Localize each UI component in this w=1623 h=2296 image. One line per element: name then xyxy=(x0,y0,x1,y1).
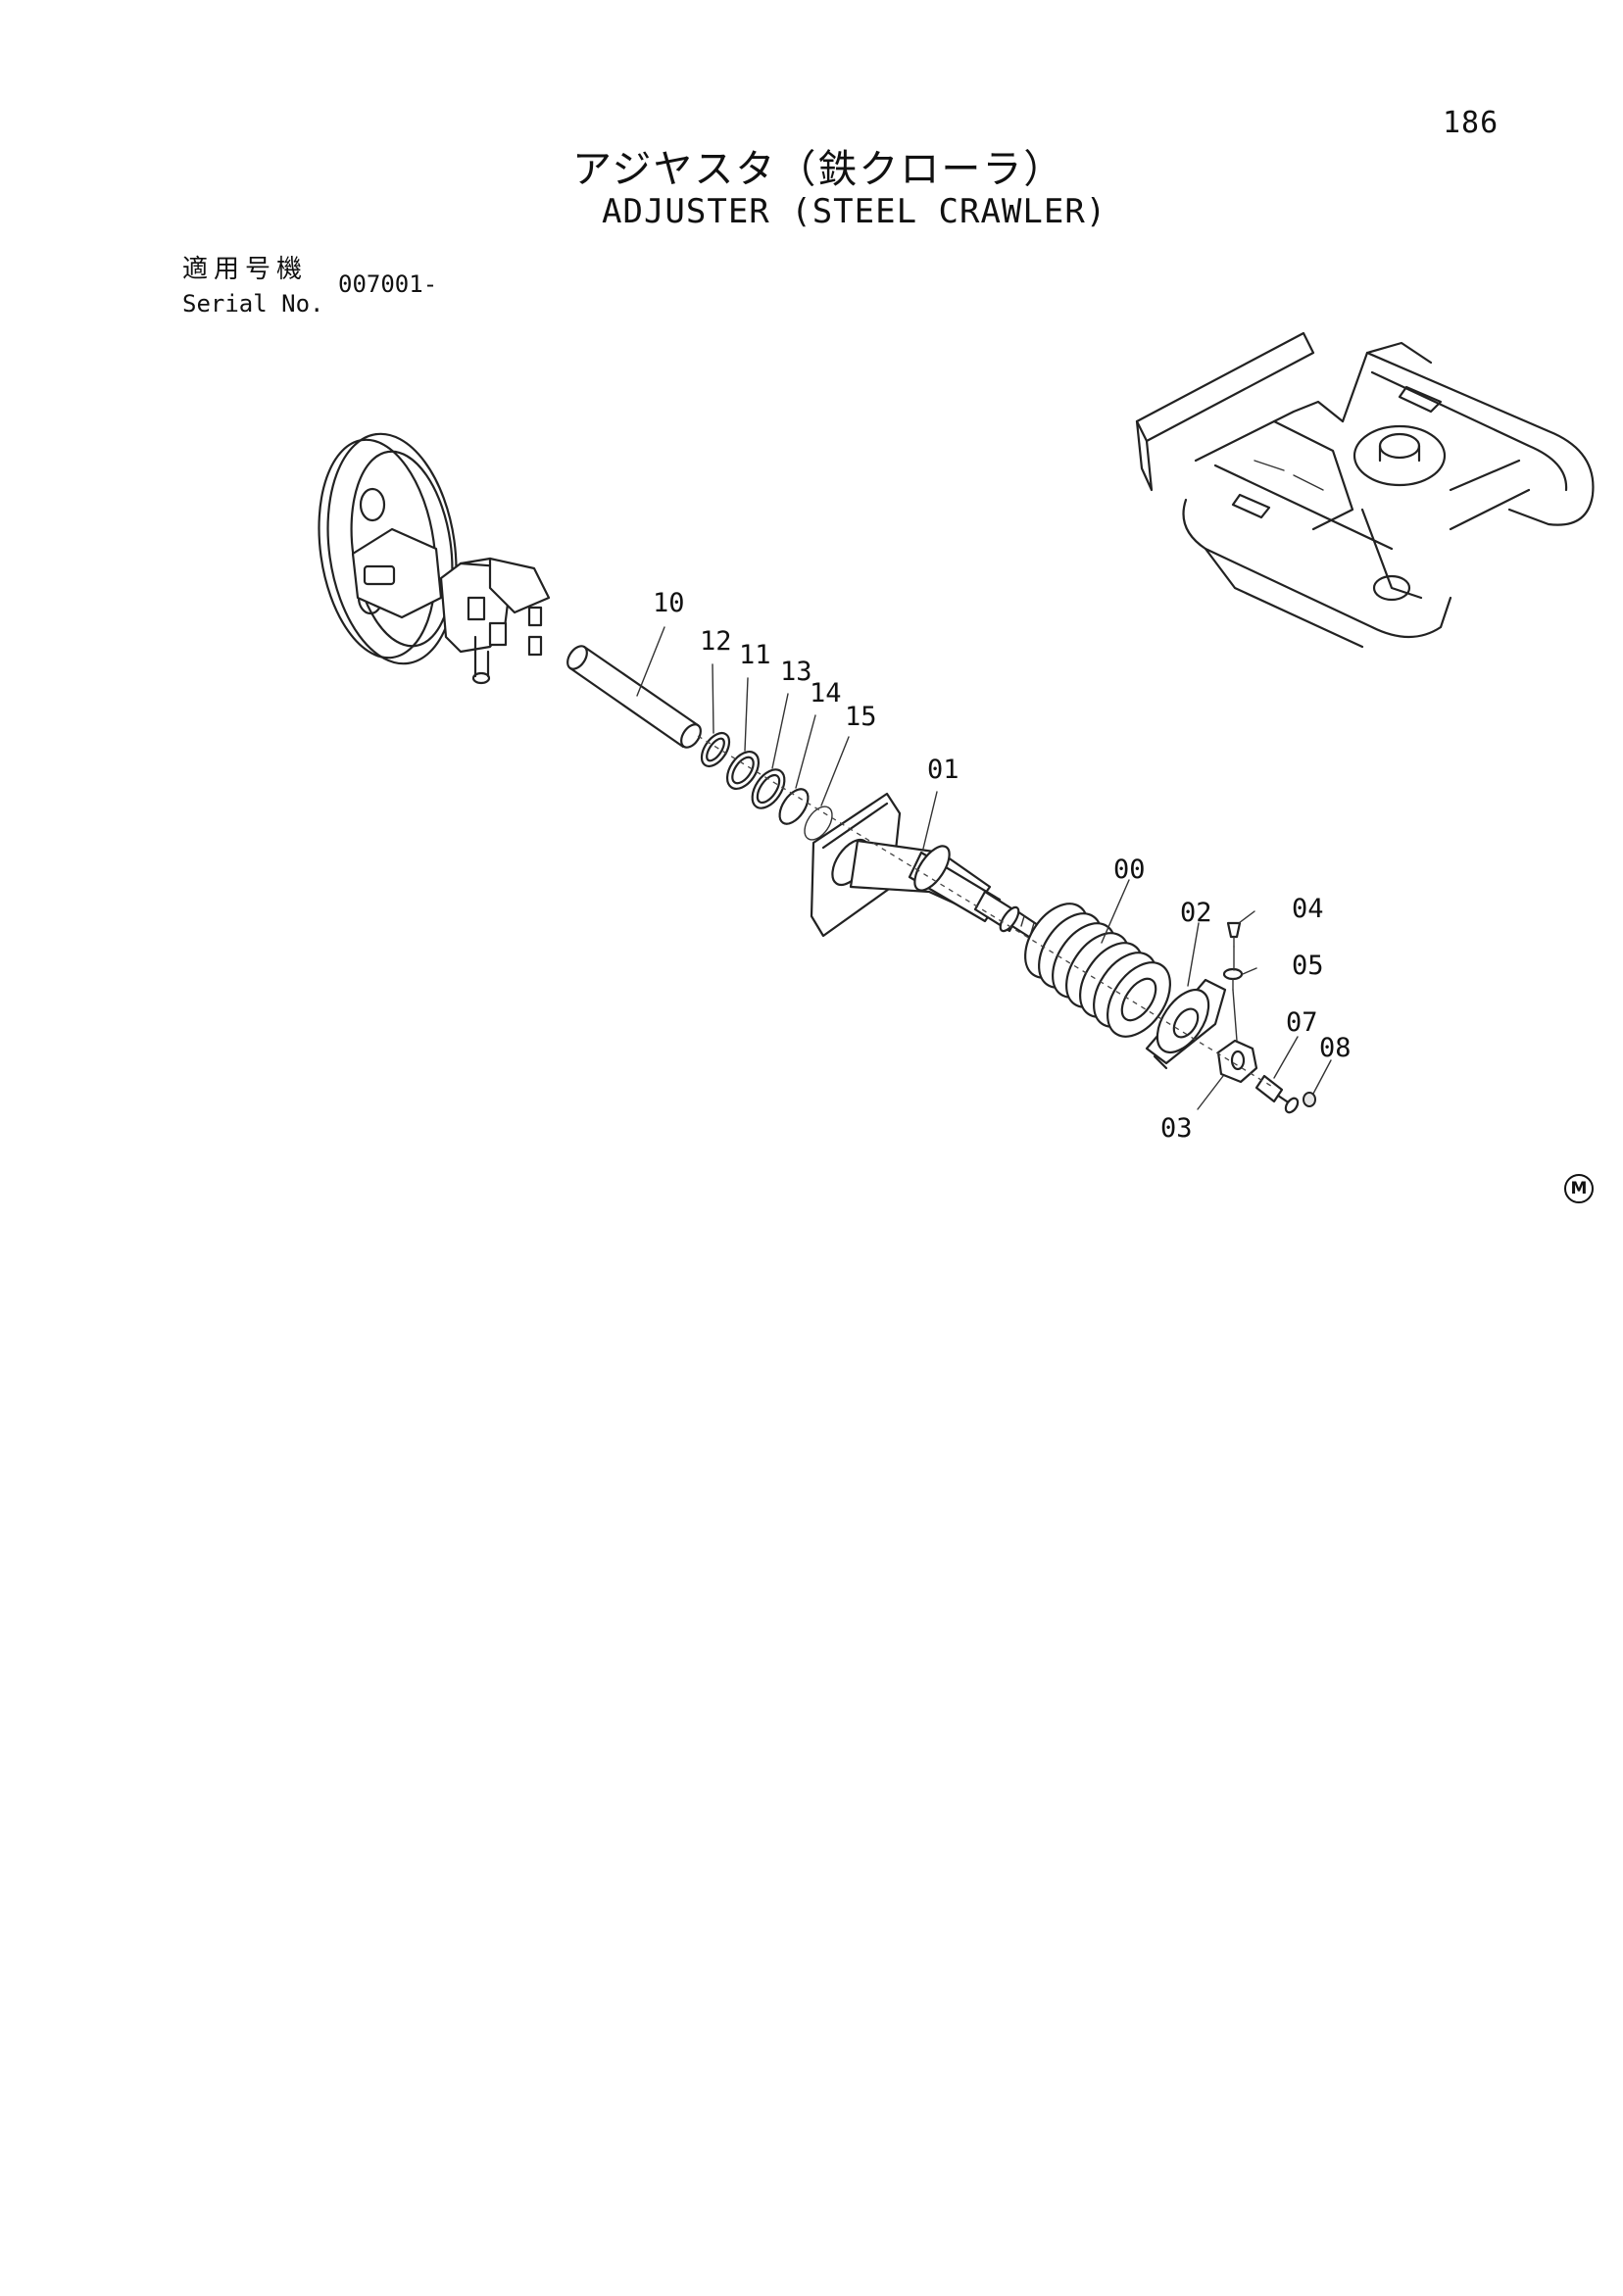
serial-number-value: 007001- xyxy=(338,270,438,298)
serial-label-japanese: 適用号機 xyxy=(182,255,309,284)
part-04-fitting xyxy=(1226,921,1242,948)
callout-11: 11 xyxy=(739,640,771,670)
part-11-ring xyxy=(725,751,761,790)
part-01-rod-with-flange xyxy=(810,792,1063,954)
part-00-recoil-spring xyxy=(1024,903,1171,1038)
model-marker-icon: M xyxy=(1564,1174,1594,1203)
callout-leader-lines xyxy=(636,626,1332,1110)
part-14-o-ring xyxy=(778,788,810,825)
callout-02: 02 xyxy=(1180,898,1212,928)
callout-10: 10 xyxy=(653,588,685,618)
callout-05: 05 xyxy=(1292,951,1324,981)
callout-08: 08 xyxy=(1319,1033,1352,1063)
callout-12: 12 xyxy=(700,626,732,657)
callout-01: 01 xyxy=(927,755,959,785)
part-08-cap xyxy=(1303,1092,1316,1107)
crawler-undercarriage-illustration xyxy=(1135,331,1595,649)
idler-wheel-illustration xyxy=(318,432,551,685)
part-07-grease-valve xyxy=(1254,1074,1300,1114)
callout-07: 07 xyxy=(1286,1007,1318,1038)
callout-14: 14 xyxy=(810,678,842,708)
part-02-plate xyxy=(1145,978,1227,1070)
callout-15: 15 xyxy=(845,702,877,732)
part-05-washer xyxy=(1222,967,1244,991)
part-15-seal xyxy=(804,806,833,841)
callout-13: 13 xyxy=(780,657,812,687)
page-title-english: ADJUSTER (STEEL CRAWLER) xyxy=(602,192,1107,231)
axis-line-fittings xyxy=(1232,946,1238,1042)
assembly-axis-line xyxy=(697,735,1275,1089)
callout-03: 03 xyxy=(1160,1113,1193,1144)
serial-label-english: Serial No. xyxy=(182,290,324,318)
part-12-snap-ring xyxy=(700,731,731,768)
part-13-ring xyxy=(751,768,786,809)
callout-00: 00 xyxy=(1113,855,1146,885)
part-10-pin xyxy=(566,645,702,749)
page-number: 186 xyxy=(1443,106,1500,140)
callout-04: 04 xyxy=(1292,894,1324,924)
page-title-japanese: アジヤスタ（鉄クローラ） xyxy=(572,147,1065,192)
part-03-nut xyxy=(1216,1039,1258,1084)
